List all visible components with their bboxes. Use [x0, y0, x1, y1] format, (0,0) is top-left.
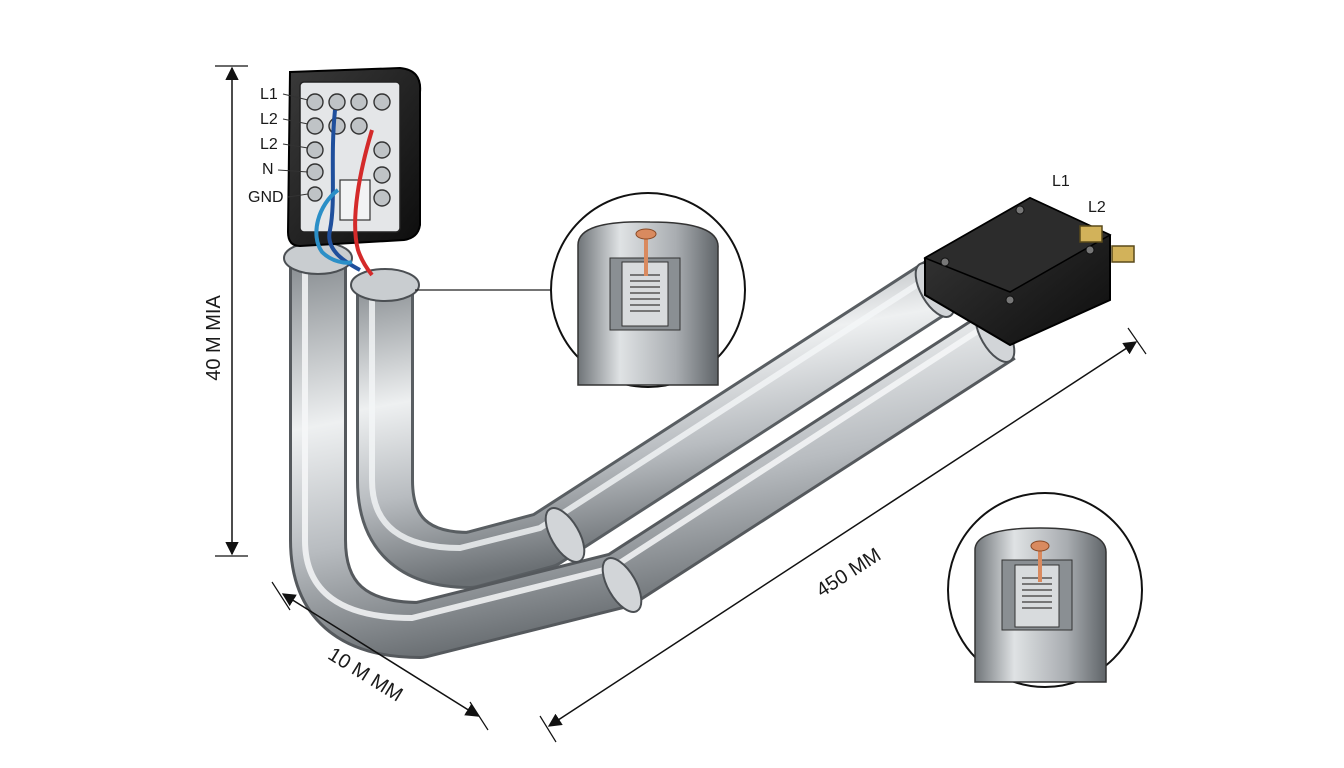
terminal-label-l2: L2 — [260, 111, 278, 128]
plug-label-l2: L2 — [1088, 199, 1106, 216]
wire-cyan — [314, 188, 353, 265]
terminal-label-n: N — [262, 161, 274, 178]
terminal-screws — [306, 93, 391, 207]
terminal-label-l1: L1 — [260, 86, 278, 103]
dimension-long-leg-label: 450 MM — [812, 544, 885, 602]
dimension-vertical-label: 40 M MIA — [203, 295, 225, 381]
plug-pins — [1079, 225, 1135, 263]
detail-callout-top — [415, 192, 746, 388]
terminal-label-l2-second: L2 — [260, 136, 278, 153]
plug-connector: L1 L2 — [923, 173, 1135, 347]
detail-callout-bottom — [947, 492, 1143, 688]
terminal-label-gnd: GND — [248, 189, 284, 206]
terminal-labels: L1 L2 L2 N GND — [248, 86, 309, 206]
dimension-vertical: 40 M MIA — [203, 65, 248, 557]
wire-blue — [327, 109, 361, 272]
junction-box — [286, 66, 422, 277]
wire-red — [353, 129, 374, 277]
plug-label-l1: L1 — [1052, 173, 1070, 190]
collar-top-right — [350, 268, 420, 302]
